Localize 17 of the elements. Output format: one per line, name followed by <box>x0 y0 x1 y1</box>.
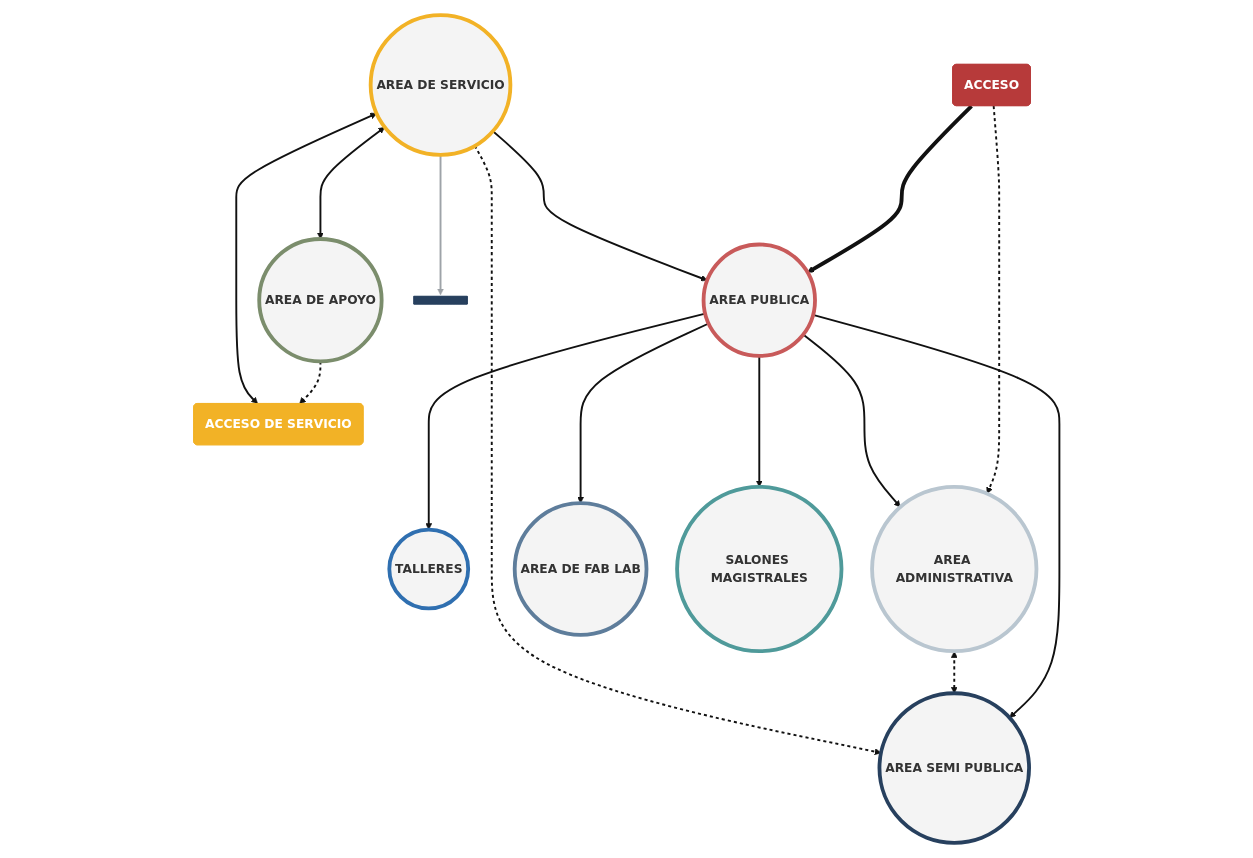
arrow <box>317 127 385 240</box>
arrow <box>755 355 763 488</box>
node-circle: AREA PUBLICA <box>701 242 817 358</box>
arrow <box>986 105 1001 494</box>
node-circle: AREA DE APOYO <box>257 237 384 364</box>
node-circle: SALONES MAGISTRALES <box>675 484 844 654</box>
node-circle: AREA DE FAB LAB <box>512 501 649 637</box>
arrow <box>235 112 377 404</box>
arrow <box>802 333 901 508</box>
node-circle: AREA SEMI PUBLICA <box>877 691 1031 845</box>
arrow <box>577 322 710 504</box>
arrow <box>492 130 708 282</box>
node-circle: TALLERES <box>387 527 471 611</box>
node-circle: AREA DE SERVICIO <box>368 13 513 157</box>
arrow <box>950 651 958 694</box>
node-circle: AREA ADMINISTRATIVA <box>870 484 1039 654</box>
arrow <box>807 104 973 273</box>
